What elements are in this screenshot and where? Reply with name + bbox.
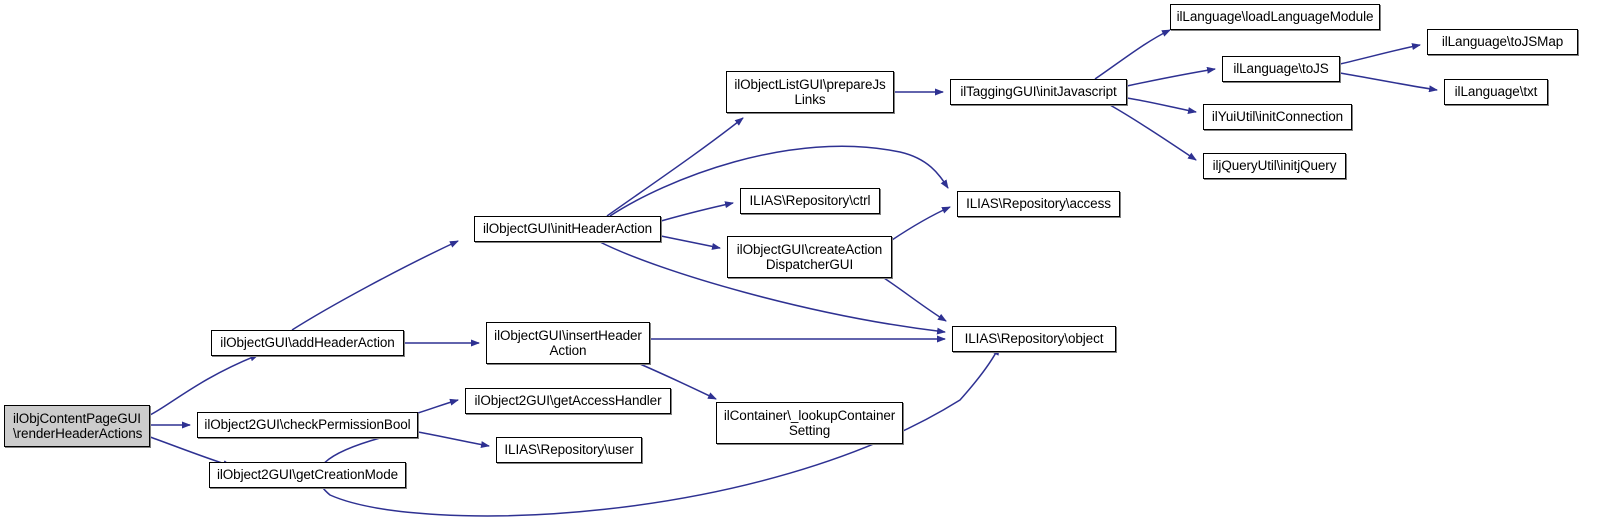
edge-initJavascript-to-loadLanguageModule xyxy=(1094,29,1171,80)
edge-checkPermissionBool-to-repositoryUser xyxy=(417,431,490,448)
graph-node-label: ilLanguage\toJS xyxy=(1233,61,1329,77)
graph-node-toJSMap[interactable]: ilLanguage\toJSMap xyxy=(1427,29,1578,55)
graph-node-label: ILIAS\Repository\access xyxy=(966,196,1111,212)
graph-node-label: ilObjectGUI\insertHeader Action xyxy=(494,327,642,359)
graph-node-getCreationMode[interactable]: ilObject2GUI\getCreationMode xyxy=(209,462,406,488)
graph-node-label: iljQueryUtil\initjQuery xyxy=(1212,158,1337,174)
graph-node-toJS[interactable]: ilLanguage\toJS xyxy=(1222,56,1340,82)
graph-node-label: ilLanguage\toJSMap xyxy=(1441,34,1564,50)
graph-node-label: ilLanguage\txt xyxy=(1454,84,1538,100)
graph-node-prepareJsLinks[interactable]: ilObjectListGUI\prepareJs Links xyxy=(726,71,894,113)
graph-node-insertHeaderAction[interactable]: ilObjectGUI\insertHeader Action xyxy=(486,322,650,364)
graph-node-addHeaderAction[interactable]: ilObjectGUI\addHeaderAction xyxy=(211,330,404,356)
graph-node-label: ilYuiUtil\initConnection xyxy=(1211,109,1344,125)
graph-node-label: ilObjectGUI\createAction DispatcherGUI xyxy=(736,241,883,273)
edge-initHeaderAction-to-createActionDispatcherGUI xyxy=(660,235,721,250)
graph-node-repositoryAccess[interactable]: ILIAS\Repository\access xyxy=(957,191,1120,217)
graph-node-label: ILIAS\Repository\ctrl xyxy=(749,193,871,209)
graph-node-checkPermissionBool[interactable]: ilObject2GUI\checkPermissionBool xyxy=(197,412,418,438)
graph-node-label: ilObject2GUI\getAccessHandler xyxy=(474,393,662,409)
graph-node-label: ilObjectGUI\addHeaderAction xyxy=(220,335,395,351)
graph-node-label: ilContainer\_lookupContainer Setting xyxy=(723,407,896,439)
edge-toJS-to-toJSMap xyxy=(1339,43,1421,65)
graph-node-label: ILIAS\Repository\user xyxy=(504,442,634,458)
edge-initJavascript-to-toJS xyxy=(1126,66,1216,87)
graph-node-label: ilObject2GUI\getCreationMode xyxy=(216,467,399,483)
edge-initJavascript-to-initjQuery xyxy=(1109,104,1197,161)
graph-node-initjQuery[interactable]: iljQueryUtil\initjQuery xyxy=(1203,153,1346,179)
graph-node-label: ilObjContentPageGUI \renderHeaderActions xyxy=(13,410,143,442)
graph-node-initHeaderAction[interactable]: ilObjectGUI\initHeaderAction xyxy=(474,216,661,242)
graph-node-initConnection[interactable]: ilYuiUtil\initConnection xyxy=(1203,104,1352,130)
graph-node-label: ilLanguage\loadLanguageModule xyxy=(1176,9,1374,25)
graph-node-repositoryObject[interactable]: ILIAS\Repository\object xyxy=(952,326,1116,352)
graph-node-repositoryUser[interactable]: ILIAS\Repository\user xyxy=(496,437,642,463)
graph-node-label: ILIAS\Repository\object xyxy=(964,331,1104,347)
graph-node-label: ilTaggingGUI\initJavascript xyxy=(960,84,1117,100)
edge-initJavascript-to-initConnection xyxy=(1126,97,1197,114)
edge-checkPermissionBool-to-getAccessHandler xyxy=(417,398,459,414)
graph-node-label: ilObjectGUI\initHeaderAction xyxy=(482,221,653,237)
graph-node-getAccessHandler[interactable]: ilObject2GUI\getAccessHandler xyxy=(465,388,671,414)
graph-node-loadLanguageModule[interactable]: ilLanguage\loadLanguageModule xyxy=(1170,4,1380,30)
edge-createActionDispatcherGUI-to-repositoryAccess xyxy=(891,206,951,241)
edge-initHeaderAction-to-prepareJsLinks xyxy=(606,117,744,217)
edge-renderHeaderActions-to-addHeaderAction xyxy=(149,354,259,416)
graph-node-label: ilObjectListGUI\prepareJs Links xyxy=(734,76,886,108)
edge-initHeaderAction-to-repositoryCtrl xyxy=(660,201,734,222)
edge-toJS-to-txt xyxy=(1339,72,1438,93)
graph-node-renderHeaderActions[interactable]: ilObjContentPageGUI \renderHeaderActions xyxy=(4,405,150,447)
graph-node-txt[interactable]: ilLanguage\txt xyxy=(1444,79,1548,105)
graph-node-lookupContainerSetting[interactable]: ilContainer\_lookupContainer Setting xyxy=(716,402,903,444)
graph-node-repositoryCtrl[interactable]: ILIAS\Repository\ctrl xyxy=(740,188,880,214)
edge-createActionDispatcherGUI-to-repositoryObject xyxy=(883,277,947,322)
edge-addHeaderAction-to-initHeaderAction xyxy=(291,240,459,331)
graph-node-label: ilObject2GUI\checkPermissionBool xyxy=(204,417,411,433)
graph-node-createActionDispatcherGUI[interactable]: ilObjectGUI\createAction DispatcherGUI xyxy=(727,236,892,278)
graph-node-initJavascript[interactable]: ilTaggingGUI\initJavascript xyxy=(950,79,1127,105)
